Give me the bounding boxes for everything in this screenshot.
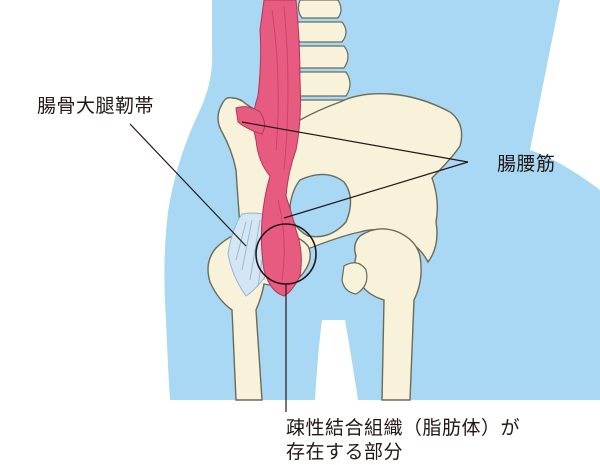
iliopsoas-muscle — [252, 0, 302, 297]
femur-right — [353, 228, 422, 401]
lower-background — [0, 400, 600, 465]
loose-connective-tissue-label-line2: 存在する部分 — [286, 441, 404, 463]
leader-line-iliopsoas-upper — [241, 121, 469, 163]
iliopsoas-label: 腸腰筋 — [497, 153, 556, 175]
leader-line-itb — [129, 123, 247, 247]
iliofemoral-ligament-label: 腸骨大腿靭帯 — [37, 95, 155, 117]
iliopsoas-fibers — [271, 5, 289, 281]
loose-connective-tissue-label: 疎性結合組織（脂肪体）が 存在する部分 — [286, 416, 520, 464]
leader-lines — [129, 121, 469, 412]
leader-line-iliopsoas-lower — [283, 161, 469, 219]
iliacus-muscle — [235, 106, 266, 135]
loose-connective-tissue-label-line1: 疎性結合組織（脂肪体）が — [286, 417, 521, 439]
lesser-trochanter — [341, 262, 368, 295]
